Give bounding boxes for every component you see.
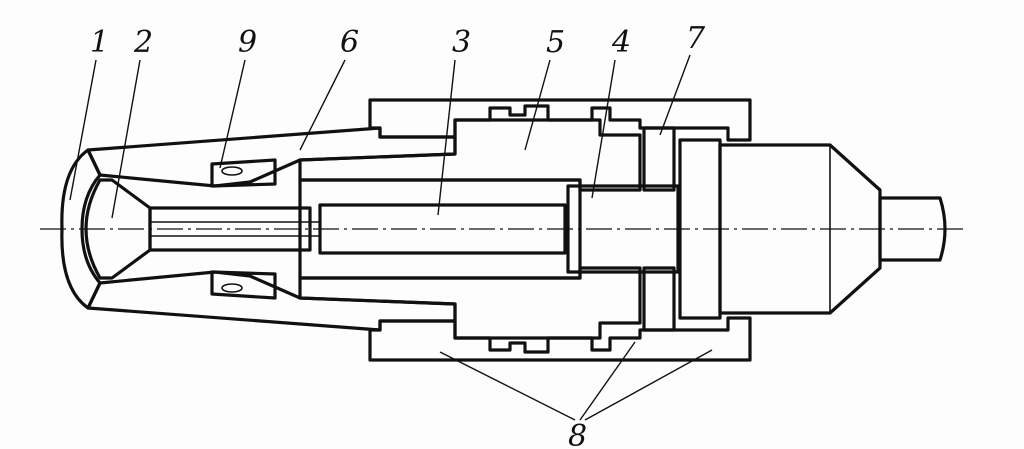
leader-5 [524, 59, 551, 151]
insulator-upper [642, 126, 676, 192]
collet-tip [60, 148, 102, 310]
label-9: 9 [238, 25, 257, 60]
leader-8a [439, 351, 576, 421]
leader-1 [69, 59, 97, 201]
label-6: 6 [340, 25, 359, 60]
label-5: 5 [546, 25, 565, 60]
leader-2 [111, 59, 141, 219]
leader-8c [584, 349, 713, 421]
leader-3 [437, 59, 456, 216]
label-3: 3 [452, 25, 471, 60]
insulator-lower [642, 266, 676, 332]
collet-slot-upper [210, 158, 277, 188]
nut-upper [368, 98, 752, 142]
leader-7 [659, 54, 691, 136]
nut-lower [368, 316, 752, 362]
label-2: 2 [133, 25, 153, 60]
leader-6 [299, 59, 346, 151]
piston-4 [566, 184, 680, 274]
label-8: 8 [568, 419, 587, 449]
collet-slot-lower [210, 270, 277, 300]
label-1: 1 [90, 25, 109, 60]
leader-4 [591, 59, 616, 199]
label-4: 4 [611, 25, 631, 60]
connector-flange [678, 138, 722, 320]
slot-pin-upper [221, 166, 243, 176]
slot-pin-lower [221, 283, 243, 293]
leader-9 [219, 59, 246, 169]
label-7: 7 [686, 21, 706, 56]
leader-8b [579, 341, 636, 421]
inner-chamber [298, 178, 582, 280]
cable [878, 196, 947, 262]
